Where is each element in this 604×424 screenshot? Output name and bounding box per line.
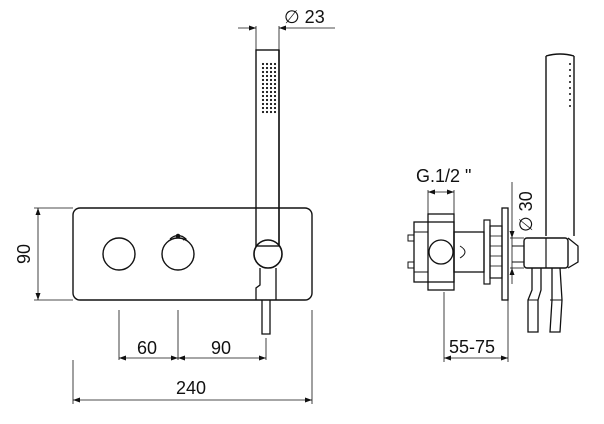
left-knob [102, 237, 136, 271]
height-label: 90 [14, 244, 34, 264]
dim-hand-shower-diameter: ∅ 23 [238, 7, 335, 50]
spacing-1-label: 60 [137, 338, 157, 358]
thread-label: G.1/2 " [416, 166, 471, 186]
side-view: G.1/2 " ∅ 30 55-75 [407, 53, 579, 362]
dim-total-width: 240 [72, 310, 313, 404]
nozzle-dots [261, 62, 277, 114]
side-hand-shower [512, 53, 579, 333]
hand-shower-diameter-label: ∅ 23 [284, 7, 325, 27]
total-width-label: 240 [176, 378, 206, 398]
front-view: ∅ 23 90 60 90 [14, 7, 335, 404]
hand-shower [253, 49, 283, 335]
holder-ring [253, 239, 283, 269]
wall-plate [72, 207, 313, 301]
side-nozzle-dots [569, 63, 571, 107]
hose-diameter-label: ∅ 30 [516, 191, 536, 232]
temperature-indicator-icon [169, 233, 188, 241]
dim-thread: G.1/2 " [416, 166, 471, 214]
depth-range-label: 55-75 [449, 337, 495, 357]
spacing-2-label: 90 [211, 338, 231, 358]
thermostatic-knob [161, 237, 195, 271]
dim-spacing: 60 90 [118, 310, 267, 361]
dim-depth-range: 55-75 [443, 292, 509, 362]
dim-height: 90 [14, 207, 73, 301]
mixer-body [407, 207, 509, 301]
dim-hose-diameter: ∅ 30 [509, 182, 536, 284]
